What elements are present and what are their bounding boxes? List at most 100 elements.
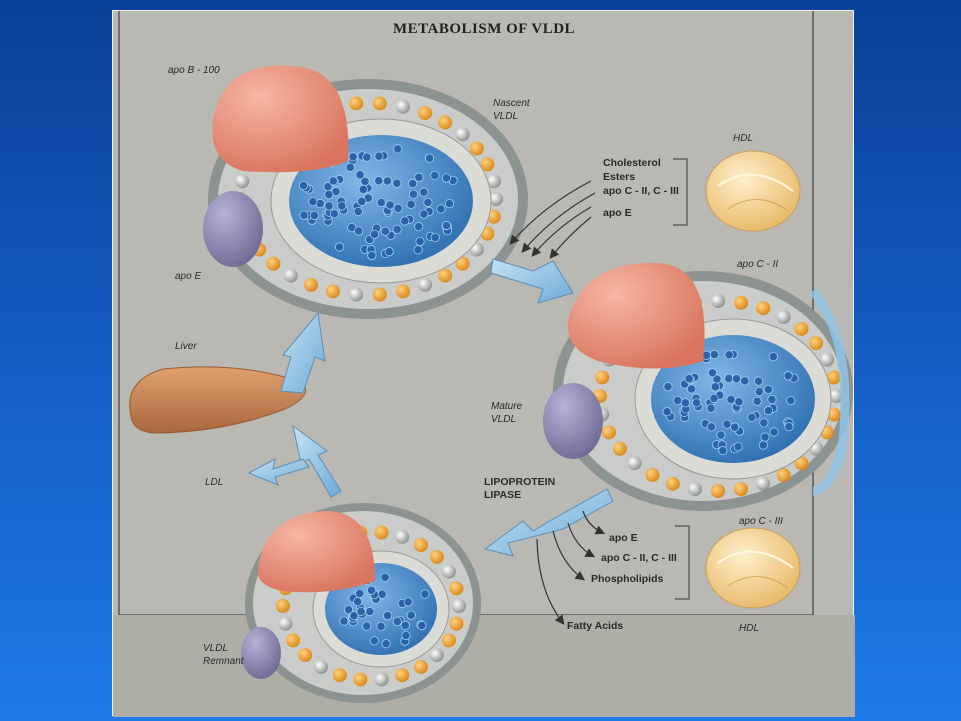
label-apo-c3: apo C - III (739, 516, 783, 527)
core-lipid-droplet (768, 395, 776, 403)
core-lipid-droplet (383, 611, 391, 619)
phospholipid-head (373, 96, 387, 110)
core-lipid-droplet (407, 611, 415, 619)
phospholipid-head (418, 106, 432, 120)
label-ldl: LDL (205, 477, 223, 488)
apo-b100-protein (212, 66, 348, 173)
core-lipid-droplet (350, 611, 358, 619)
core-lipid-droplet (338, 202, 346, 210)
phospholipid-head (711, 294, 725, 308)
phospholipid-head (777, 310, 791, 324)
core-lipid-droplet (787, 396, 795, 404)
core-lipid-droplet (741, 377, 749, 385)
core-lipid-droplet (354, 227, 362, 235)
core-lipid-droplet (727, 395, 735, 403)
core-lipid-droplet (370, 230, 378, 238)
phospholipid-head (414, 538, 428, 552)
core-lipid-droplet (420, 210, 428, 218)
phospholipid-head (438, 269, 452, 283)
core-lipid-droplet (770, 428, 778, 436)
core-lipid-droplet (310, 211, 318, 219)
core-lipid-droplet (325, 202, 333, 210)
transfer-out-2: Phospholipids (591, 573, 663, 585)
core-lipid-droplet (711, 383, 719, 391)
label-hdl-top: HDL (733, 133, 753, 144)
hdl-particle-bottom (706, 528, 800, 608)
label-nascent-vldl: VLDL (493, 111, 518, 122)
diagram-panel: METABOLISM OF VLDL (112, 10, 854, 716)
liver-organ (130, 367, 306, 433)
apo-e-protein-mature (543, 383, 603, 459)
phospholipid-head (430, 648, 444, 662)
core-lipid-droplet (368, 251, 376, 259)
core-lipid-droplet (401, 621, 409, 629)
page-title: METABOLISM OF VLDL (393, 21, 575, 37)
transfer-in-2: apo C - II, C - III (603, 185, 679, 197)
core-lipid-droplet (442, 174, 450, 182)
core-lipid-droplet (769, 353, 777, 361)
phospholipid-head (688, 482, 702, 496)
core-lipid-droplet (382, 639, 390, 647)
core-lipid-droplet (401, 217, 409, 225)
core-lipid-droplet (437, 205, 445, 213)
label-vldl-remnant: Remnant (203, 656, 245, 667)
phospholipid-head (395, 668, 409, 682)
phospholipid-head (602, 425, 616, 439)
core-lipid-droplet (748, 413, 756, 421)
core-lipid-droplet (707, 404, 715, 412)
core-lipid-droplet (414, 246, 422, 254)
core-lipid-droplet (418, 621, 426, 629)
hdl-particle-top (706, 151, 800, 231)
phospholipid-head (349, 96, 363, 110)
core-lipid-droplet (732, 374, 740, 382)
apo-b100-protein-mature (568, 263, 705, 369)
phospholipid-head (442, 633, 456, 647)
core-lipid-droplet (381, 573, 389, 581)
transfer-out-1: apo C - II, C - III (601, 552, 677, 564)
transfer-out-0: apo E (609, 532, 638, 544)
apo-b100-protein-remnant (258, 511, 375, 592)
core-lipid-droplet (442, 221, 450, 229)
core-lipid-droplet (329, 177, 337, 185)
phospholipid-head (734, 296, 748, 310)
core-lipid-droplet (363, 622, 371, 630)
label-fatty-acids: Fatty Acids (567, 620, 623, 632)
core-lipid-droplet (354, 597, 362, 605)
core-lipid-droplet (300, 211, 308, 219)
core-lipid-droplet (731, 423, 739, 431)
core-lipid-droplet (754, 377, 762, 385)
phospholipid-head (375, 526, 389, 540)
core-lipid-droplet (335, 243, 343, 251)
phospholipid-head (628, 456, 642, 470)
phospholipid-head (414, 660, 428, 674)
core-lipid-droplet (760, 419, 768, 427)
label-hdl-bottom: HDL (739, 623, 759, 634)
phospholipid-head (456, 127, 470, 141)
core-lipid-droplet (409, 179, 417, 187)
core-lipid-droplet (367, 586, 375, 594)
label-mature-vldl: VLDL (491, 414, 516, 425)
core-lipid-droplet (393, 225, 401, 233)
core-lipid-droplet (710, 350, 718, 358)
phospholipid-head (418, 278, 432, 292)
transfer-in-1: Esters (603, 171, 635, 183)
label-apo-c2: apo C - II (737, 259, 778, 270)
phospholipid-head (820, 353, 834, 367)
core-lipid-droplet (687, 385, 695, 393)
core-lipid-droplet (340, 617, 348, 625)
core-lipid-droplet (375, 152, 383, 160)
core-lipid-droplet (393, 179, 401, 187)
core-lipid-droplet (370, 637, 378, 645)
core-lipid-droplet (416, 237, 424, 245)
core-lipid-droplet (330, 210, 338, 218)
core-lipid-droplet (309, 197, 317, 205)
bracket-bottom (675, 526, 689, 599)
core-lipid-droplet (377, 198, 385, 206)
phospholipid-head (314, 660, 328, 674)
core-lipid-droplet (407, 200, 415, 208)
arrow-to-ldl (249, 459, 309, 485)
core-lipid-droplet (383, 177, 391, 185)
core-lipid-droplet (385, 247, 393, 255)
core-lipid-droplet (431, 171, 439, 179)
core-lipid-droplet (764, 406, 772, 414)
